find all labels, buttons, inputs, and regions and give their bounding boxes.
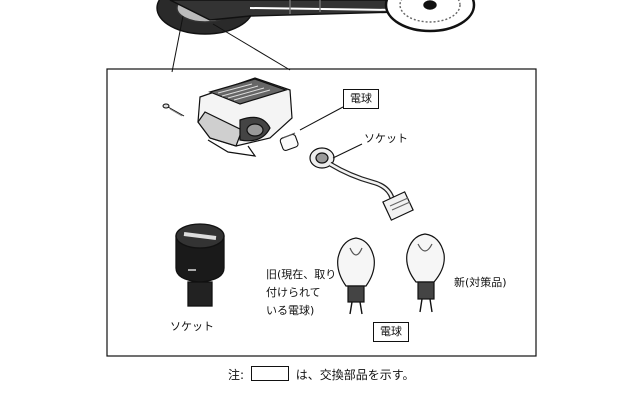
detail-frame <box>106 68 537 357</box>
label-old-line3: いる電球) <box>266 304 315 317</box>
label-bulb-top: 電球 <box>343 89 379 109</box>
label-old-line1: 旧(現在、取り <box>266 268 337 281</box>
label-pointers <box>299 106 363 159</box>
screw <box>162 103 185 117</box>
callout-lines <box>171 15 291 73</box>
label-bulb-bottom: 電球 <box>373 322 409 342</box>
note-prefix: 注: <box>228 368 245 382</box>
socket-with-cable <box>309 147 414 221</box>
note-legend-box <box>250 366 289 381</box>
note-suffix: は、交換部品を示す。 <box>295 368 415 382</box>
label-socket-top: ソケット <box>364 132 408 145</box>
bulb-installed <box>279 132 299 152</box>
bulb-old <box>337 237 375 315</box>
tail-light-housing <box>197 77 293 157</box>
bulb-new <box>406 233 445 313</box>
label-new: 新(対策品) <box>454 276 507 289</box>
socket-large <box>175 223 225 307</box>
label-old-line2: 付けられて <box>266 286 321 299</box>
motorcycle-illustration <box>156 0 476 35</box>
note-line: 注: は、交換部品を示す。 <box>228 366 415 382</box>
label-socket-bottom: ソケット <box>170 320 214 333</box>
